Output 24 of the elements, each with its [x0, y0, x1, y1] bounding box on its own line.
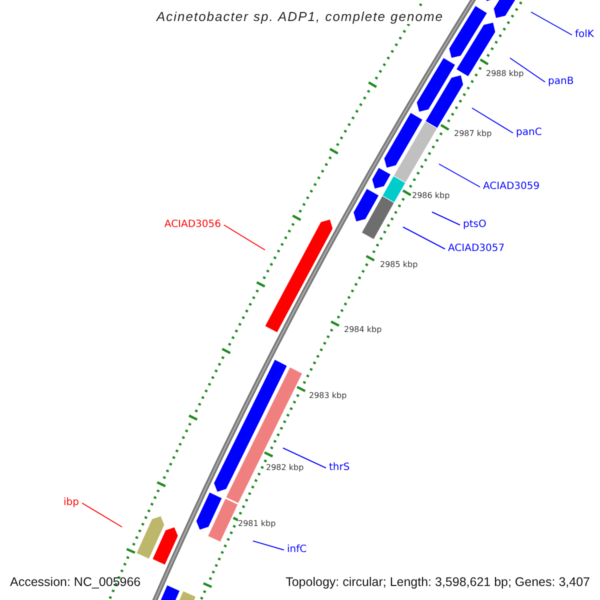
gene-label: panB: [547, 76, 575, 88]
leader-line: [402, 226, 446, 250]
footer-text: Accession: NC_005966: [10, 575, 141, 590]
position-label: 2986 kbp: [412, 191, 450, 201]
position-label: 2981 kbp: [238, 519, 276, 529]
position-label: 2988 kbp: [486, 69, 524, 79]
leader-line: [432, 212, 460, 226]
leader-line: [224, 224, 266, 250]
gene-label: ptsO: [462, 219, 488, 231]
leader-line: [530, 12, 572, 36]
leader-line: [252, 540, 284, 550]
position-label: 2983 kbp: [309, 391, 347, 401]
leader-line: [438, 164, 480, 188]
position-label: 2987 kbp: [454, 129, 492, 139]
leader-line: [510, 58, 546, 82]
leader-line: [472, 108, 514, 134]
footer-text: Topology: circular; Length: 3,598,621 bp; Genes: 3,407: [286, 575, 590, 590]
gene-label: panC: [515, 127, 543, 139]
leader-line: [282, 448, 326, 468]
leader-line: [82, 502, 122, 528]
gene-label: ibp: [62, 497, 80, 509]
position-label: 2984 kbp: [344, 325, 382, 335]
position-label: 2982 kbp: [266, 463, 304, 473]
position-label: 2985 kbp: [380, 260, 418, 270]
